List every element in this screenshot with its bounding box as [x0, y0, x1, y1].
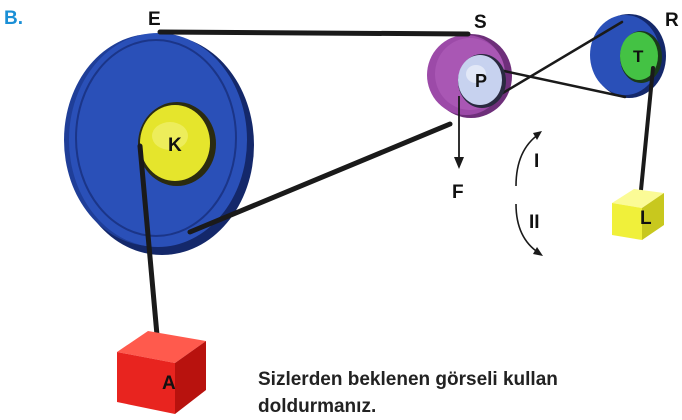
pulley-k	[138, 102, 216, 186]
label-e: E	[148, 9, 161, 30]
hanging-ropes	[137, 66, 655, 338]
pulley-e	[64, 33, 254, 255]
label-i: I	[534, 151, 539, 172]
mass-a	[117, 331, 206, 414]
label-r: R	[665, 10, 679, 31]
mass-l	[612, 189, 664, 240]
arrow-head-i	[533, 131, 542, 140]
caption-line-2: doldurmanız.	[258, 396, 377, 417]
caption: Sizlerden beklenen görseli kullan doldur…	[258, 366, 682, 420]
label-p: P	[475, 71, 487, 91]
label-ii: II	[529, 212, 540, 233]
force-arrow	[454, 96, 464, 169]
label-f: F	[452, 182, 464, 203]
label-a: A	[162, 373, 176, 394]
label-k: K	[168, 135, 182, 156]
section-label: B.	[4, 8, 23, 29]
belt-lines	[157, 20, 627, 235]
caption-line-1: Sizlerden beklenen görseli kullan	[258, 369, 558, 390]
label-t: T	[633, 47, 644, 66]
label-l: L	[640, 208, 652, 229]
label-s: S	[474, 12, 487, 33]
pulley-p	[458, 54, 506, 108]
arrow-head-ii	[533, 247, 543, 256]
